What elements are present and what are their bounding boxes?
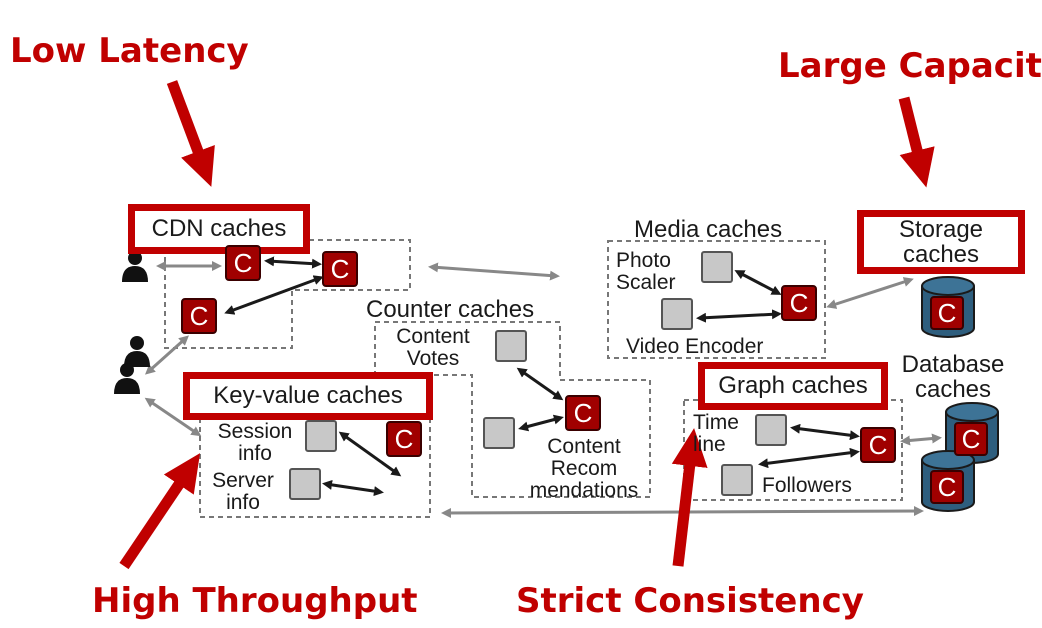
arrow-users-cdn bbox=[145, 335, 189, 375]
counter-caches-label: Counter caches bbox=[366, 296, 535, 323]
headline-low-latency: Low Latency bbox=[10, 31, 249, 71]
cache-c-icon: C bbox=[954, 422, 988, 456]
arrow-cdn-center bbox=[428, 262, 560, 281]
cache-c-icon: C bbox=[781, 285, 817, 321]
cdn-caches-box: CDN caches bbox=[128, 204, 310, 254]
headline-large-capacity: Large Capacity bbox=[778, 46, 1042, 86]
arrow-votes-c bbox=[516, 367, 564, 401]
content-recommendations-label: Content Recom mendations bbox=[529, 435, 639, 503]
arrow-photo-c bbox=[734, 270, 782, 295]
arrow-server-c bbox=[322, 479, 384, 497]
service-box bbox=[755, 414, 787, 446]
arrow-graph-db bbox=[900, 433, 942, 446]
graph-caches-box: Graph caches bbox=[698, 362, 888, 410]
red-arrow-high-throughput bbox=[119, 453, 201, 570]
service-box bbox=[661, 298, 693, 330]
media-region bbox=[607, 240, 826, 359]
video-encoder-label: Video Encoder bbox=[626, 335, 764, 358]
cache-c-icon: C bbox=[225, 245, 261, 281]
photo-scaler-label: Photo Scaler bbox=[616, 249, 676, 295]
arrow-timeline-c bbox=[790, 423, 860, 441]
key-value-caches-box: Key-value caches bbox=[183, 372, 433, 420]
server-info-label: Server info bbox=[212, 469, 274, 515]
arrow-recom-c bbox=[518, 414, 564, 432]
user-icon bbox=[114, 363, 140, 394]
user-icon bbox=[122, 251, 148, 282]
service-box bbox=[305, 420, 337, 452]
arrow-users-kv bbox=[144, 397, 202, 437]
arrow-session-c bbox=[338, 431, 402, 477]
arrow-followers-c bbox=[758, 447, 860, 469]
media-caches-label: Media caches bbox=[634, 216, 783, 243]
time-line-label: Time line bbox=[693, 411, 739, 457]
database-caches-label: Database caches bbox=[901, 351, 1005, 404]
arrow-cdn-c1-c2 bbox=[264, 256, 322, 269]
cache-c-icon: C bbox=[322, 251, 358, 287]
cache-c-icon: C bbox=[565, 395, 601, 431]
red-arrow-low-latency bbox=[166, 80, 215, 187]
headline-high-throughput: High Throughput bbox=[92, 581, 418, 621]
followers-label: Followers bbox=[762, 474, 852, 497]
arrow-cdn-c2-c3 bbox=[224, 275, 324, 315]
service-box bbox=[483, 417, 515, 449]
cache-c-icon: C bbox=[860, 427, 896, 463]
content-votes-label: Content Votes bbox=[396, 325, 470, 371]
cache-c-icon: C bbox=[930, 296, 964, 330]
user-icon bbox=[124, 336, 150, 367]
cache-c-icon: C bbox=[181, 298, 217, 334]
service-box bbox=[289, 468, 321, 500]
storage-caches-box: Storage caches bbox=[857, 210, 1025, 274]
arrow-video-c bbox=[696, 309, 782, 323]
arrow-media-storage bbox=[826, 277, 914, 309]
service-box bbox=[721, 464, 753, 496]
session-info-label: Session info bbox=[217, 420, 293, 466]
red-arrow-large-capacity bbox=[898, 96, 935, 188]
cache-c-icon: C bbox=[386, 421, 422, 457]
service-box bbox=[701, 251, 733, 283]
headline-strict-consistency: Strict Consistency bbox=[516, 581, 864, 621]
red-arrow-strict-consistency bbox=[671, 428, 708, 567]
service-box bbox=[495, 330, 527, 362]
cache-c-icon: C bbox=[930, 470, 964, 504]
